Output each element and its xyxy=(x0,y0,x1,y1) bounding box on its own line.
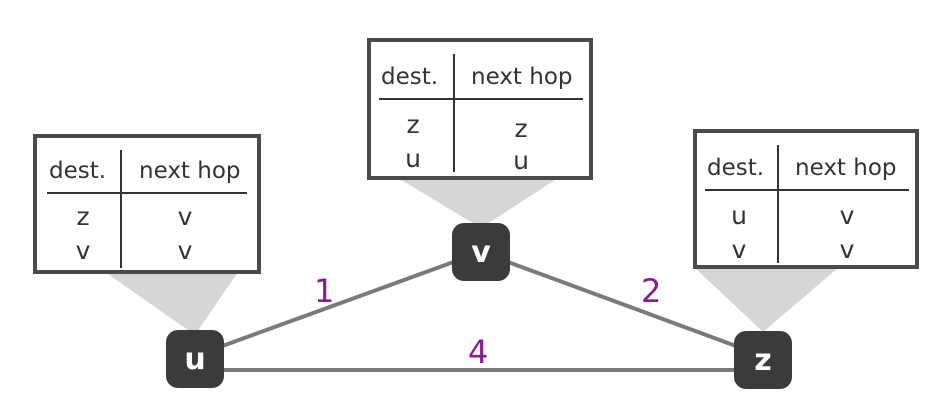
table-u-header-next: next hop xyxy=(139,158,241,184)
table-v-row1-next: z xyxy=(514,114,528,143)
callout-v xyxy=(398,178,558,228)
routing-table-z: dest. next hop u v v v xyxy=(693,129,919,269)
router-node-u-label: u xyxy=(184,341,206,377)
routing-table-u: dest. next hop z v v v xyxy=(33,134,261,274)
callout-z xyxy=(695,268,838,332)
router-node-u: u xyxy=(166,330,224,388)
table-u-column-rule xyxy=(120,150,122,268)
table-u-row1-next: v xyxy=(177,202,193,231)
router-node-z: z xyxy=(734,331,792,389)
router-node-v: v xyxy=(452,223,510,281)
table-z-header-rule xyxy=(705,189,909,191)
table-z-header-dest: dest. xyxy=(707,155,765,181)
table-v-row2-next: u xyxy=(513,146,529,175)
table-v-header-rule xyxy=(379,98,583,100)
routing-table-v: dest. next hop z z u u xyxy=(367,38,593,180)
table-z-row2-next: v xyxy=(839,235,855,264)
table-z-row2-dest: v xyxy=(731,235,747,264)
callout-u xyxy=(105,272,238,335)
table-z-row1-dest: u xyxy=(731,201,747,230)
table-z-header-next: next hop xyxy=(795,155,897,181)
router-node-v-label: v xyxy=(471,234,491,270)
table-u-header-dest: dest. xyxy=(49,158,107,184)
table-v-row1-dest: z xyxy=(406,110,420,139)
table-u-row2-next: v xyxy=(177,236,193,265)
weight-label-u-v: 1 xyxy=(314,272,335,310)
table-u-row2-dest: v xyxy=(75,236,91,265)
link-v-z xyxy=(480,250,764,358)
table-u-header-rule xyxy=(47,192,247,194)
weight-label-v-z: 2 xyxy=(641,272,662,310)
link-u-v xyxy=(194,250,482,358)
table-z-column-rule xyxy=(777,145,779,263)
table-v-header-dest: dest. xyxy=(381,64,439,90)
weight-label-u-z: 4 xyxy=(468,333,489,371)
table-u-row1-dest: z xyxy=(76,202,90,231)
table-v-header-next: next hop xyxy=(471,64,573,90)
table-z-row1-next: v xyxy=(839,201,855,230)
table-v-row2-dest: u xyxy=(405,144,421,173)
table-v-column-rule xyxy=(453,54,455,172)
router-node-z-label: z xyxy=(754,342,772,378)
